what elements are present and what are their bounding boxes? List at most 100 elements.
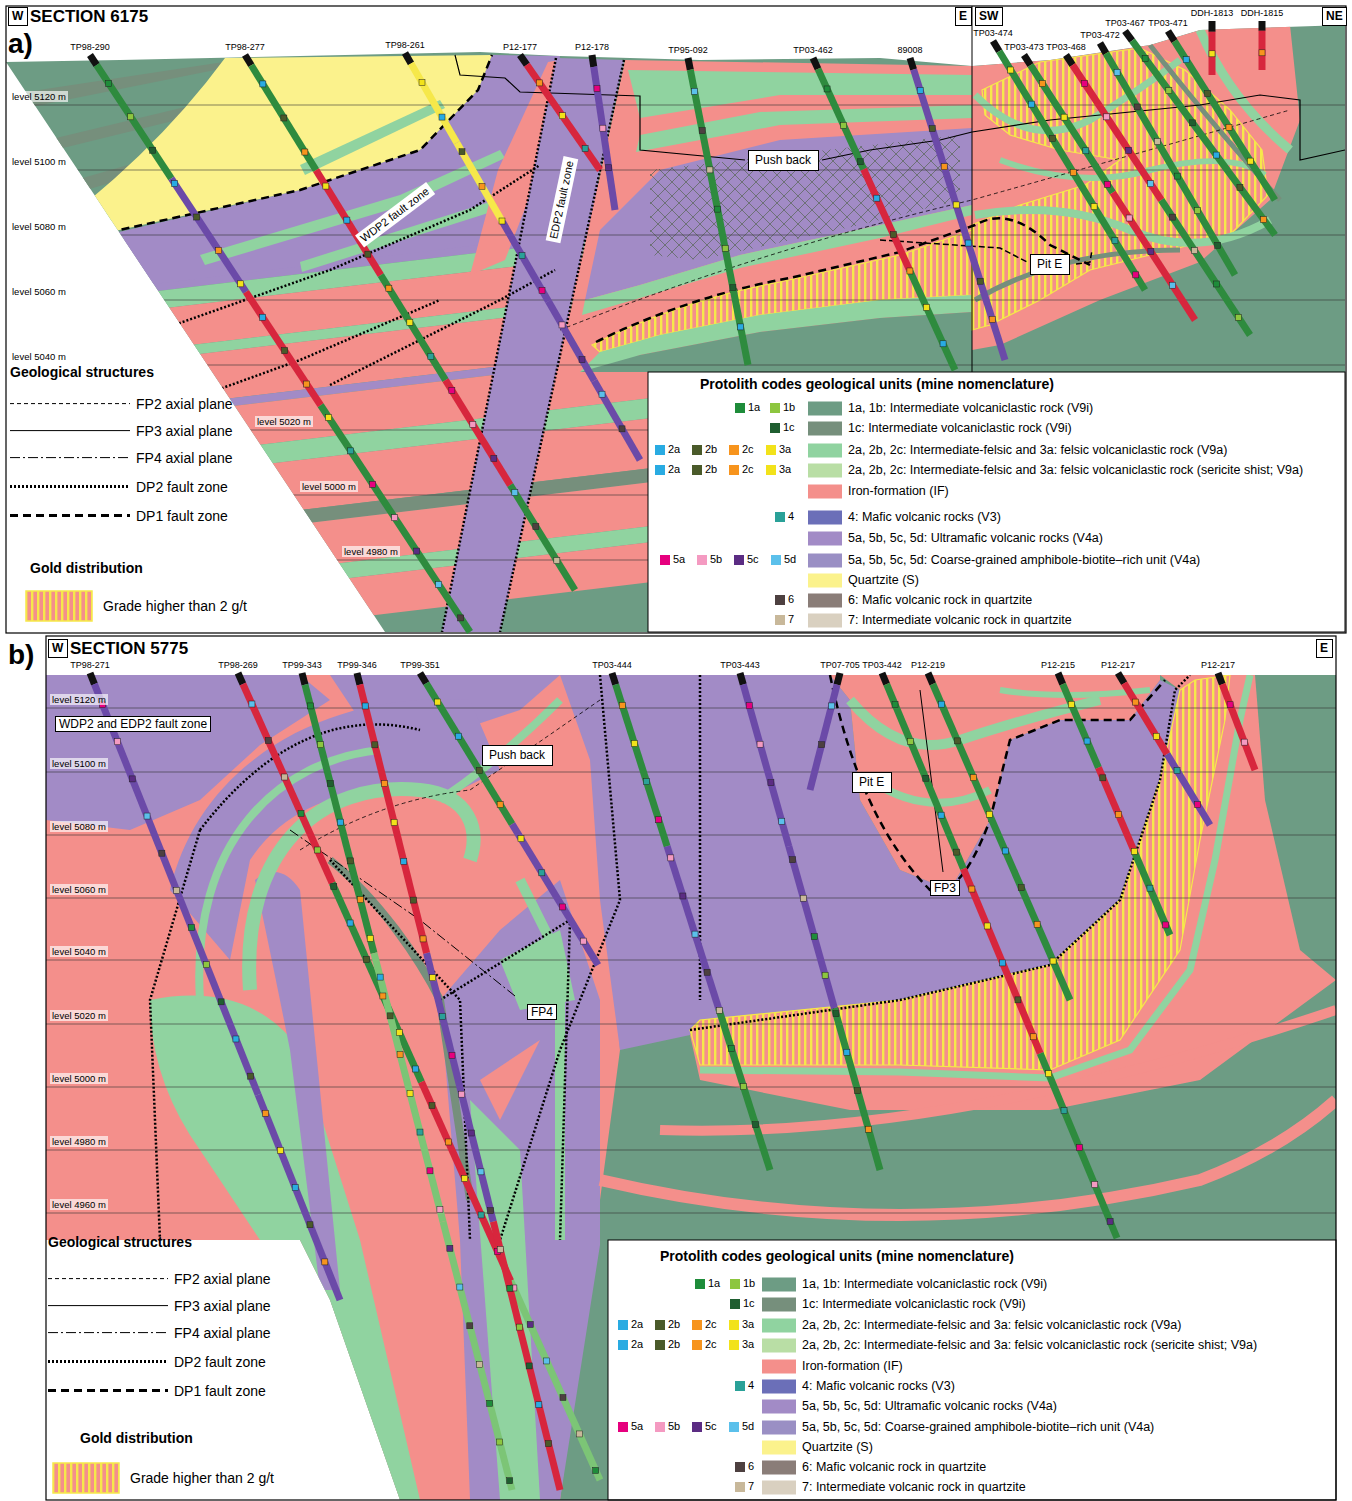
drill-hole-segment <box>548 301 594 380</box>
drill-hole-label: TP03-443 <box>720 660 760 671</box>
sample-mark <box>172 181 178 187</box>
sample-mark <box>1114 69 1120 75</box>
drill-hole-segment <box>909 270 955 370</box>
legend-item: 2a, 2b, 2c: Intermediate-felsic and 3a: … <box>762 1338 1257 1353</box>
code-swatch <box>771 555 781 565</box>
line-sample-stroke <box>10 457 130 458</box>
sample-mark <box>559 322 565 328</box>
sample-mark <box>1015 997 1021 1003</box>
sample-mark <box>1195 802 1201 808</box>
protolith-code: 2c <box>692 1318 717 1331</box>
label-text: 4 <box>748 1379 754 1392</box>
drill-hole-segment <box>719 1008 770 1170</box>
sample-mark <box>536 1402 542 1408</box>
geology-shape <box>0 541 660 660</box>
legend-text: Grade higher than 2 g/t <box>103 598 247 615</box>
drill-hole-segment <box>97 65 172 178</box>
label-text: 6 <box>748 1460 754 1473</box>
protolith-code: 5c <box>692 1420 717 1433</box>
sample-mark <box>1147 885 1153 891</box>
geology-shape <box>120 300 440 425</box>
geology-shape <box>660 1010 1336 1131</box>
sample-mark <box>128 114 134 120</box>
code-swatch <box>697 555 707 565</box>
drill-hole-label: P12-217 <box>1101 660 1135 671</box>
sample-mark <box>580 938 586 944</box>
sample-mark <box>1029 101 1035 107</box>
protolith-code: 4 <box>775 510 794 523</box>
label-text: TP03-462 <box>793 45 833 55</box>
label-text: 2b <box>668 1338 680 1351</box>
sample-mark <box>467 1323 473 1329</box>
legend-item: 7: Intermediate volcanic rock in quartzi… <box>762 1480 1026 1495</box>
label-text: 2b <box>705 443 717 456</box>
label-text: 2c <box>742 443 754 456</box>
sample-mark <box>1133 272 1139 278</box>
sample-mark <box>833 1011 839 1017</box>
geology-shape <box>596 218 1090 342</box>
legend-swatch <box>808 463 842 477</box>
legend-heading: Protolith codes geological units (mine n… <box>660 1248 1014 1265</box>
protolith-code: 2a <box>655 443 680 456</box>
drill-hole-segment <box>405 53 411 63</box>
sample-mark <box>322 1259 328 1265</box>
geology-shape <box>1255 675 1336 980</box>
drill-hole-segment <box>616 684 667 846</box>
direction-box: NE <box>1322 7 1347 26</box>
geology-shape <box>46 636 1336 1500</box>
sample-mark <box>174 887 180 893</box>
line-sample <box>48 1273 168 1285</box>
drill-hole-label: TP95-092 <box>668 45 708 56</box>
legend-item: 2a, 2b, 2c: Intermediate-felsic and 3a: … <box>762 1318 1181 1333</box>
label-text: SECTION 5775 <box>70 639 188 658</box>
legend-swatch <box>762 1420 796 1434</box>
legend-item: 1c: Intermediate volcaniclastic rock (V9… <box>808 421 1072 436</box>
box-text: SW <box>979 9 999 23</box>
pit-label-box: Pit E <box>852 772 892 793</box>
code-swatch <box>775 615 785 625</box>
geology-shape <box>1200 30 1290 150</box>
label-text: level 4960 m <box>52 1199 106 1210</box>
drill-hole-segment <box>810 685 837 790</box>
sample-mark <box>606 165 612 171</box>
legend-text: 7: Intermediate volcanic rock in quartzi… <box>848 613 1072 628</box>
label-text: level 5060 m <box>52 884 106 895</box>
sample-mark <box>824 86 830 92</box>
label-text: level 5100 m <box>52 758 106 769</box>
pit-label-box: Push back <box>482 745 553 766</box>
geology-shape <box>440 700 560 800</box>
sample-mark <box>907 268 913 274</box>
sample-mark <box>554 558 560 564</box>
label-text: TP03-444 <box>592 660 632 670</box>
drill-hole-segment <box>910 58 914 69</box>
direction-box: E <box>955 7 972 26</box>
sample-mark <box>348 448 354 454</box>
sample-mark <box>414 548 420 554</box>
label-text: TP99-351 <box>400 660 440 670</box>
drill-hole-segment <box>90 55 97 65</box>
drill-hole-segment <box>789 846 835 1008</box>
label-text: P12-215 <box>1041 660 1075 670</box>
sample-mark <box>1205 91 1211 97</box>
legend-swatch <box>808 593 842 607</box>
level-label: level 5000 m <box>50 1073 108 1084</box>
label-text: 89008 <box>897 45 922 55</box>
geology-shape <box>557 60 972 372</box>
sample-mark <box>380 993 386 999</box>
label-text: TP98-269 <box>218 660 258 670</box>
protolith-code: 4 <box>735 1379 754 1392</box>
sample-mark <box>1107 1218 1113 1224</box>
label-text: Gold distribution <box>80 1430 193 1446</box>
sample-mark <box>1076 1145 1082 1151</box>
drill-hole-label: TP03-473 <box>1004 42 1044 53</box>
drill-hole-segment <box>1100 43 1106 53</box>
geology-shape <box>300 100 445 175</box>
code-swatch <box>735 1462 745 1472</box>
level-label: level 5060 m <box>10 286 68 297</box>
drill-hole-segment <box>1063 684 1099 768</box>
label-text: TP98-290 <box>70 42 110 52</box>
legend-text: Iron-formation (IF) <box>848 484 949 499</box>
section-a-geology <box>0 0 1352 660</box>
label-text: TP03-473 <box>1004 42 1044 52</box>
line-sample <box>10 425 130 437</box>
